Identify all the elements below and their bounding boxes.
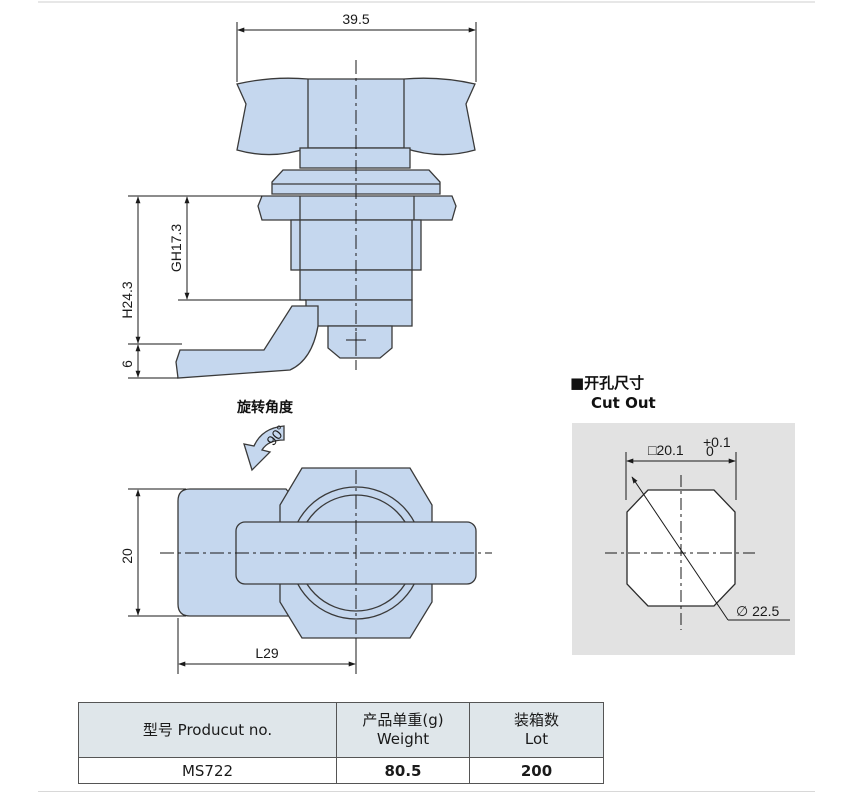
dim-body-height — [128, 488, 186, 617]
header-weight: 产品单重(g)Weight — [336, 702, 470, 758]
technical-drawing: 39.5 H24.3 GH17.3 6 旋转角度 90° — [38, 1, 815, 674]
dim-grip-height-label: GH17.3 — [168, 224, 184, 272]
cutout-square-dim: □20.1 — [648, 442, 684, 458]
dim-cam-length — [177, 618, 357, 674]
header-product-no: 型号 Producut no. — [78, 702, 337, 758]
dim-cam-thickness — [128, 344, 178, 379]
dim-cam-length-label: L29 — [255, 645, 279, 661]
header-lot-en: Lot — [524, 730, 549, 748]
dim-height — [128, 195, 262, 345]
header-product-no-text: 型号 Producut no. — [142, 720, 273, 739]
bottom-divider — [38, 791, 815, 792]
dim-height-label: H24.3 — [119, 281, 135, 319]
dim-overall-width-label: 39.5 — [342, 11, 369, 27]
cutout-title-en: Cut Out — [591, 394, 656, 412]
side-view — [175, 77, 476, 379]
dim-cam-thickness-label: 6 — [119, 360, 135, 368]
header-lot-zh: 装箱数 — [513, 711, 559, 729]
dim-grip-height — [178, 195, 306, 301]
header-weight-en: Weight — [376, 730, 430, 748]
rotation-label: 旋转角度 — [236, 399, 294, 416]
cell-model: MS722 — [78, 757, 337, 784]
dim-overall-width — [236, 22, 477, 82]
cutout-tol-lower: 0 — [706, 443, 714, 459]
cutout-tol-upper: +0.1 — [703, 434, 731, 450]
rotation-arrow-icon: 90° — [243, 422, 289, 472]
header-weight-zh: 产品单重(g) — [362, 711, 444, 729]
cell-weight: 80.5 — [336, 757, 470, 784]
cutout-title-zh: ■开孔尺寸 — [570, 374, 644, 392]
dim-body-height-label: 20 — [119, 548, 135, 564]
cell-lot: 200 — [469, 757, 604, 784]
cutout-diameter: ∅ 22.5 — [736, 603, 780, 619]
table-row: MS722 80.5 200 — [78, 757, 604, 784]
